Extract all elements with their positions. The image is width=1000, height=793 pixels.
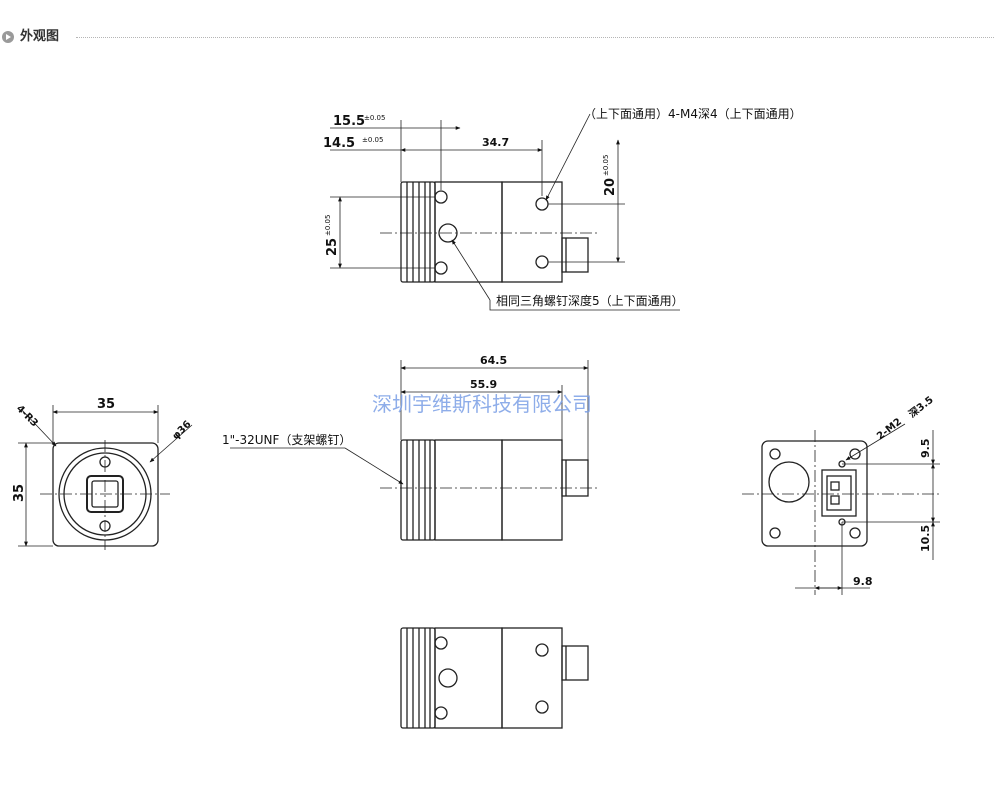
section-title: 外观图 [20,29,60,44]
dotted-divider [76,37,994,38]
dim-9-5: 9.5 [919,439,932,459]
tol-15-5: ±0.05 [364,114,385,122]
dim-4r3: 4-R3 [14,403,40,429]
dim-phi36: φ36 [170,419,193,442]
dim-25: 25 [325,238,340,256]
dim-34-7: 34.7 [482,136,509,149]
dim-10-5: 10.5 [919,525,932,552]
tol-25: ±0.05 [324,215,332,236]
dim-35-height: 35 [12,484,27,502]
dim-2m2: 2-M2 [875,416,904,442]
note-unf-mount: 1"-32UNF（支架螺钉） [222,433,351,447]
rear-view [742,423,940,595]
side-view [230,360,600,541]
dim-15-5: 15.5 [333,114,365,129]
company-watermark: 深圳宇维斯科技有限公司 [372,392,592,416]
top-view [330,113,680,311]
dim-64-5: 64.5 [480,354,507,367]
dim-35-width: 35 [97,397,115,412]
bottom-view [400,627,589,729]
dim-9-8: 9.8 [853,575,873,588]
note-tripod-screw: 相同三角螺钉深度5（上下面通用） [496,293,684,308]
dim-20: 20 [603,178,618,196]
dim-14-5: 14.5 [323,136,355,151]
dim-depth-3-5: 深3.5 [906,393,936,420]
section-header: 外观图 [0,28,1000,48]
note-m4-threads: （上下面通用）4-M4深4（上下面通用） [584,107,802,121]
arrow-bullet-icon [2,31,14,43]
tol-20: ±0.05 [602,155,610,176]
tol-14-5: ±0.05 [362,136,383,144]
dim-55-9: 55.9 [470,378,497,391]
front-view [18,405,193,550]
